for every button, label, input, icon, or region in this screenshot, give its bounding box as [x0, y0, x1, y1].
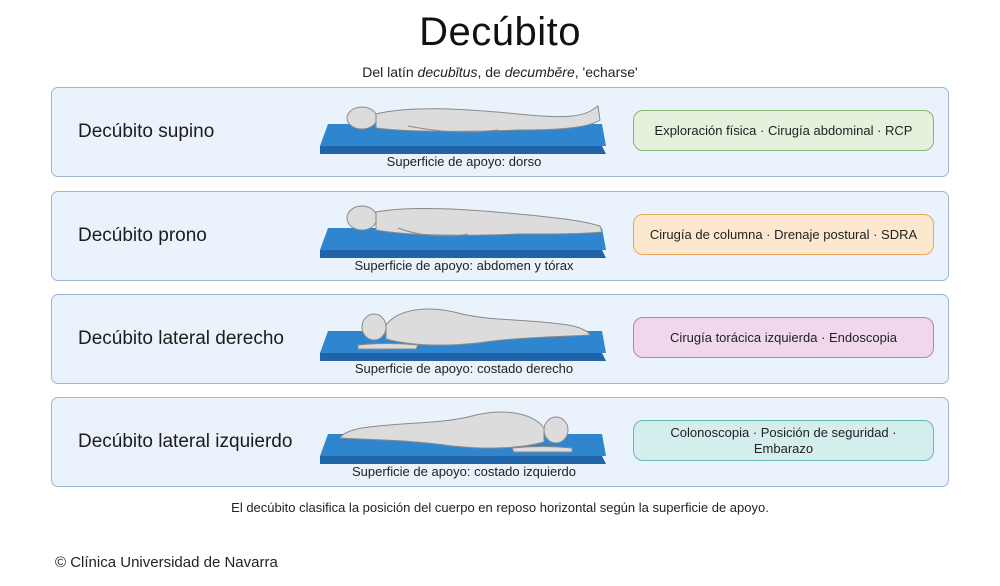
footnote: El decúbito clasifica la posición del cu…	[231, 500, 769, 515]
row-supino: Decúbito supino Superficie de apoyo: dor…	[51, 87, 949, 177]
row-label: Decúbito lateral izquierdo	[78, 431, 293, 452]
clinical-uses-tag: Colonoscopia · Posición de seguridad · E…	[633, 420, 934, 461]
row-label: Decúbito supino	[78, 121, 215, 142]
subtitle-prefix: Del latín	[362, 64, 418, 80]
right-lateral-figure-illustration	[320, 308, 606, 361]
row-lateral-izquierdo: Decúbito lateral izquierdo Superficie de…	[51, 397, 949, 487]
support-text: Superficie de apoyo: abdomen y tórax	[354, 258, 574, 273]
support-text: Superficie de apoyo: dorso	[386, 154, 542, 169]
subtitle-term-decumbere: decumbĕre	[504, 64, 575, 80]
clinical-uses-tag: Cirugía torácica izquierda · Endoscopia	[633, 317, 934, 358]
mat-side	[320, 250, 606, 258]
left-lateral-body	[339, 411, 573, 453]
page-title: Decúbito	[419, 10, 581, 54]
row-prono: Decúbito prono Superficie de apoyo: abdo…	[51, 191, 949, 281]
page-subtitle: Del latín decubītus, de decumbĕre, 'echa…	[0, 64, 1000, 80]
mat-side	[320, 353, 606, 361]
row-label: Decúbito lateral derecho	[78, 328, 284, 349]
support-text: Superficie de apoyo: costado derecho	[354, 361, 574, 376]
clinical-uses-tag: Cirugía de columna · Drenaje postural · …	[633, 214, 934, 255]
supine-body	[346, 105, 601, 133]
copyright: © Clínica Universidad de Navarra	[55, 554, 278, 571]
mat-side	[320, 456, 606, 464]
row-label: Decúbito prono	[78, 225, 207, 246]
clinical-uses-tag: Exploración física · Cirugía abdominal ·…	[633, 110, 934, 151]
mat-side	[320, 146, 606, 154]
prone-body	[346, 205, 603, 237]
supine-figure-illustration	[320, 105, 606, 154]
subtitle-middle: , de	[477, 64, 505, 80]
right-lateral-body	[357, 308, 591, 350]
subtitle-term-decubitus: decubītus	[417, 64, 478, 80]
subtitle-suffix: , 'echarse'	[574, 64, 638, 80]
support-text: Superficie de apoyo: costado izquierdo	[351, 464, 577, 479]
prone-figure-illustration	[320, 205, 606, 258]
left-lateral-figure-illustration	[320, 411, 606, 464]
row-lateral-derecho: Decúbito lateral derecho Superficie de a…	[51, 294, 949, 384]
